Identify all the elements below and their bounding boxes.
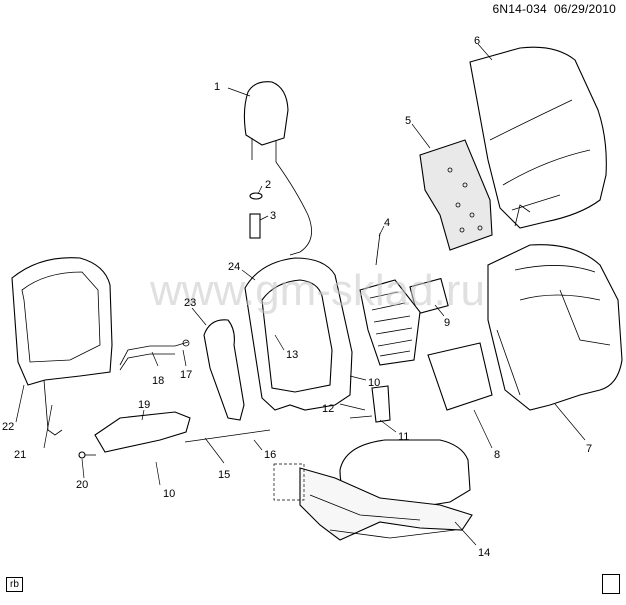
footer-tag: rb [6, 577, 23, 592]
callout-4: 4 [384, 217, 390, 229]
callout-7: 7 [586, 443, 592, 455]
part-lumbar-grid [359, 279, 421, 366]
part-headrest [243, 81, 312, 256]
callout-1: 1 [214, 81, 220, 93]
part-side-bolster [203, 319, 245, 421]
callout-labels: 1 2 3 4 5 6 7 8 9 10 10 11 12 13 14 15 1… [2, 35, 592, 559]
part-seat-adjuster [273, 439, 473, 541]
callout-21: 21 [14, 449, 26, 461]
copyright-logo-icon [602, 574, 620, 594]
callout-3: 3 [270, 210, 276, 222]
callout-23: 23 [184, 297, 196, 309]
callout-13: 13 [286, 349, 298, 361]
diagram-date: 06/29/2010 [553, 2, 616, 16]
part-back-panel [419, 139, 493, 251]
callout-12: 12 [322, 403, 334, 415]
callout-22: 22 [2, 421, 14, 433]
leader-lines [15, 43, 586, 546]
part-seatback-frame [244, 257, 353, 411]
part-back-cover [11, 257, 113, 436]
part-seatback-trim [487, 244, 623, 411]
part-bolt-20 [78, 451, 96, 459]
part-recliner [349, 385, 391, 423]
callout-18: 18 [152, 375, 164, 387]
callout-15: 15 [218, 469, 230, 481]
callout-9: 9 [444, 317, 450, 329]
diagram-code: 6N14-034 [492, 2, 547, 16]
part-adjuster-rod [119, 339, 190, 371]
callout-24: 24 [228, 261, 240, 273]
watermark-text: www.gm-sklad.ru [149, 266, 485, 315]
callout-5: 5 [405, 115, 411, 127]
callout-19: 19 [138, 399, 150, 411]
callout-17: 17 [180, 369, 192, 381]
diagram-header: 6N14-034 06/29/2010 [493, 2, 616, 16]
part-headrest-guides [249, 192, 263, 239]
callout-8: 8 [494, 449, 500, 461]
part-lumbar-motor [375, 232, 449, 315]
part-seat-switch [94, 411, 191, 453]
callout-10a: 10 [368, 377, 380, 389]
callout-14: 14 [478, 547, 490, 559]
callout-6: 6 [474, 35, 480, 47]
part-long-rod [184, 429, 271, 443]
callout-2: 2 [265, 179, 271, 191]
part-back-board [427, 342, 493, 411]
callout-20: 20 [76, 479, 88, 491]
part-seatback-cover [469, 46, 607, 229]
callout-10b: 10 [163, 488, 175, 500]
callout-11: 11 [398, 431, 409, 443]
callout-16: 16 [264, 449, 276, 461]
